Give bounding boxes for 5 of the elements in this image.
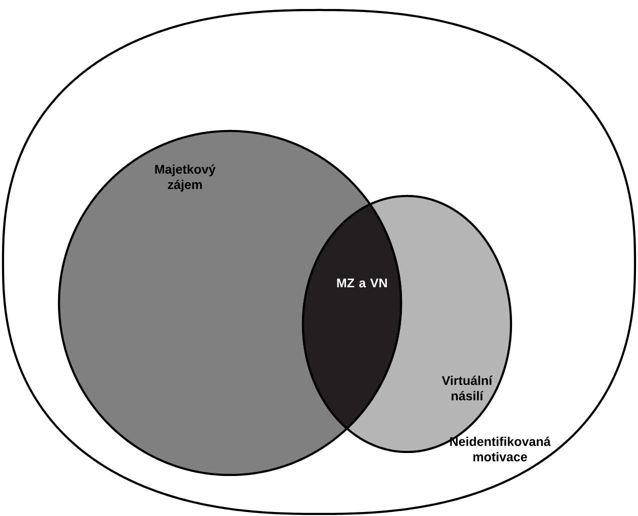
region-label: Majetkový zájem	[155, 164, 216, 192]
region-label: MZ a VN	[337, 278, 387, 288]
region-label: Virtuální násilí	[442, 376, 493, 400]
region-label: Neidentifikovaná motivace	[450, 436, 551, 462]
overlap-region	[302, 203, 402, 430]
